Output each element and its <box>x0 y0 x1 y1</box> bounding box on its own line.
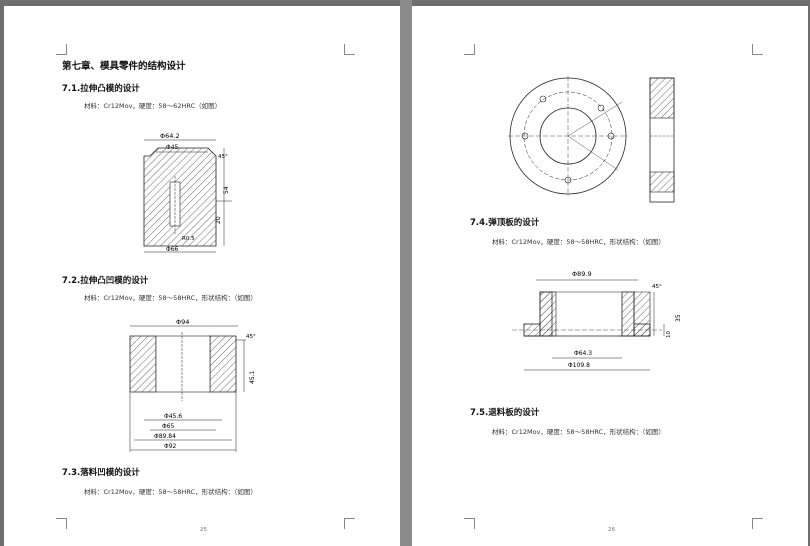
section-title: 7.1.拉伸凸模的设计 <box>62 84 140 94</box>
page-gap <box>400 0 412 546</box>
dim-label: 45.1 <box>249 370 256 384</box>
section-title: 7.4.弹顶板的设计 <box>470 218 540 228</box>
material-text: 材料：Cr12Mov，硬度：58～62HRC（如图） <box>84 102 222 110</box>
chapter-title: 第七章、模具零件的结构设计 <box>62 61 186 72</box>
dim-label: Φ92 <box>164 443 177 450</box>
dim-label: 45° <box>246 334 256 340</box>
figure-punch: Φ64.2 Φ45 54 20 R0.5 Φ66 45° <box>143 132 232 253</box>
material-text: 材料：Cr12Mov，硬度：58～58HRC，形状结构：（如图） <box>492 238 665 246</box>
dim-label: 10 <box>666 331 672 338</box>
dim-label: Φ65 <box>162 423 175 430</box>
corner-mark <box>344 44 355 55</box>
dim-label: 54 <box>223 186 230 194</box>
page-number: 25 <box>200 527 207 533</box>
dim-label: Φ89.9 <box>572 270 592 278</box>
dim-label: Φ89.84 <box>154 433 176 440</box>
section-title: 7.2.拉伸凸凹模的设计 <box>62 276 149 286</box>
section-title: 7.5.退料板的设计 <box>470 408 540 418</box>
section-title: 7.3.落料凹模的设计 <box>62 468 140 478</box>
corner-mark <box>752 518 763 529</box>
dim-label: 45° <box>652 284 662 290</box>
figure-die: Φ94 Φ45.6 Φ65 Φ89.84 Φ92 45.1 45° <box>129 318 256 452</box>
dim-label: 35 <box>675 314 682 322</box>
figure-die-plan <box>508 76 675 203</box>
dim-label: Φ64.2 <box>160 132 180 140</box>
material-text: 材料：Cr12Mov，硬度：58～58HRC，形状结构：（如图） <box>84 294 257 302</box>
corner-mark <box>464 518 475 529</box>
material-text: 材料：Cr12Mov，硬度：58～58HRC，形状结构：（如图） <box>84 488 257 496</box>
dim-label: R0.5 <box>182 236 195 242</box>
dim-label: Φ66 <box>166 246 179 253</box>
dim-label: 45° <box>218 154 228 160</box>
document-page-right: 7.4.弹顶板的设计 材料：Cr12Mov，硬度：58～58HRC，形状结构：（… <box>412 6 808 546</box>
dim-label: Φ109.8 <box>568 362 590 369</box>
corner-mark <box>56 518 67 529</box>
dim-label: Φ45.6 <box>164 413 182 420</box>
document-page-left: 第七章、模具零件的结构设计 7.1.拉伸凸模的设计 材料：Cr12Mov，硬度：… <box>4 6 400 546</box>
dim-label: Φ45 <box>166 144 179 151</box>
dim-label: 20 <box>215 216 222 224</box>
corner-mark <box>56 44 67 55</box>
corner-mark <box>344 518 355 529</box>
dim-label: Φ94 <box>176 318 189 326</box>
figure-ejector-plate: Φ89.9 Φ64.3 Φ109.8 35 10 45° <box>512 270 682 371</box>
page-number: 26 <box>608 527 615 533</box>
dim-label: Φ64.3 <box>574 350 592 357</box>
corner-mark <box>752 44 763 55</box>
material-text: 材料：Cr12Mov，硬度：58～58HRC，形状结构：（如图） <box>492 428 665 436</box>
corner-mark <box>464 44 475 55</box>
